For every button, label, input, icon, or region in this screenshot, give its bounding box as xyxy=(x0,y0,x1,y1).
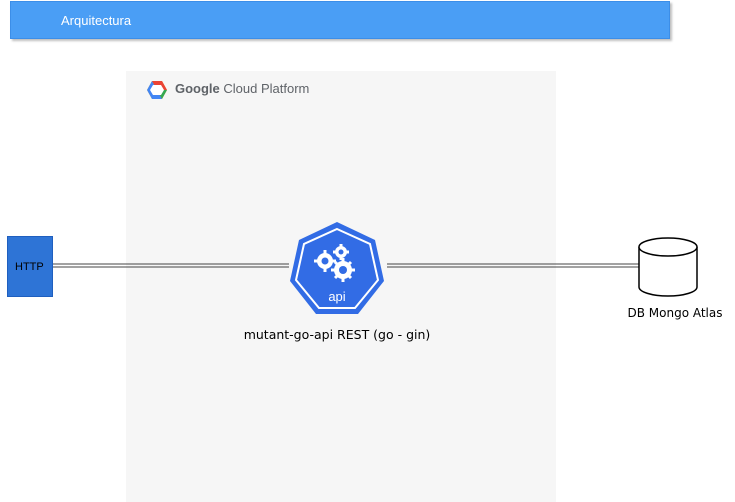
api-label: mutant-go-api REST (go - gin) xyxy=(243,327,431,342)
gcp-hexagon-icon xyxy=(147,81,167,99)
http-client-node: HTTP xyxy=(7,236,53,297)
connector-http-api xyxy=(53,263,289,268)
database-cylinder-icon xyxy=(638,237,698,297)
gcp-brand: Google xyxy=(175,81,220,96)
gears-icon xyxy=(314,244,355,282)
http-label: HTTP xyxy=(15,261,44,273)
api-icon-text: api xyxy=(328,289,345,304)
diagram-title-bar: Arquitectura xyxy=(10,1,670,39)
diagram-title: Arquitectura xyxy=(61,13,132,28)
gcp-label: Google Cloud Platform xyxy=(175,81,309,96)
gcp-product-name: Cloud Platform xyxy=(223,81,310,96)
database-label: DB Mongo Atlas xyxy=(627,306,723,320)
connector-api-db xyxy=(387,263,640,268)
kubernetes-api-icon: api xyxy=(290,222,384,314)
